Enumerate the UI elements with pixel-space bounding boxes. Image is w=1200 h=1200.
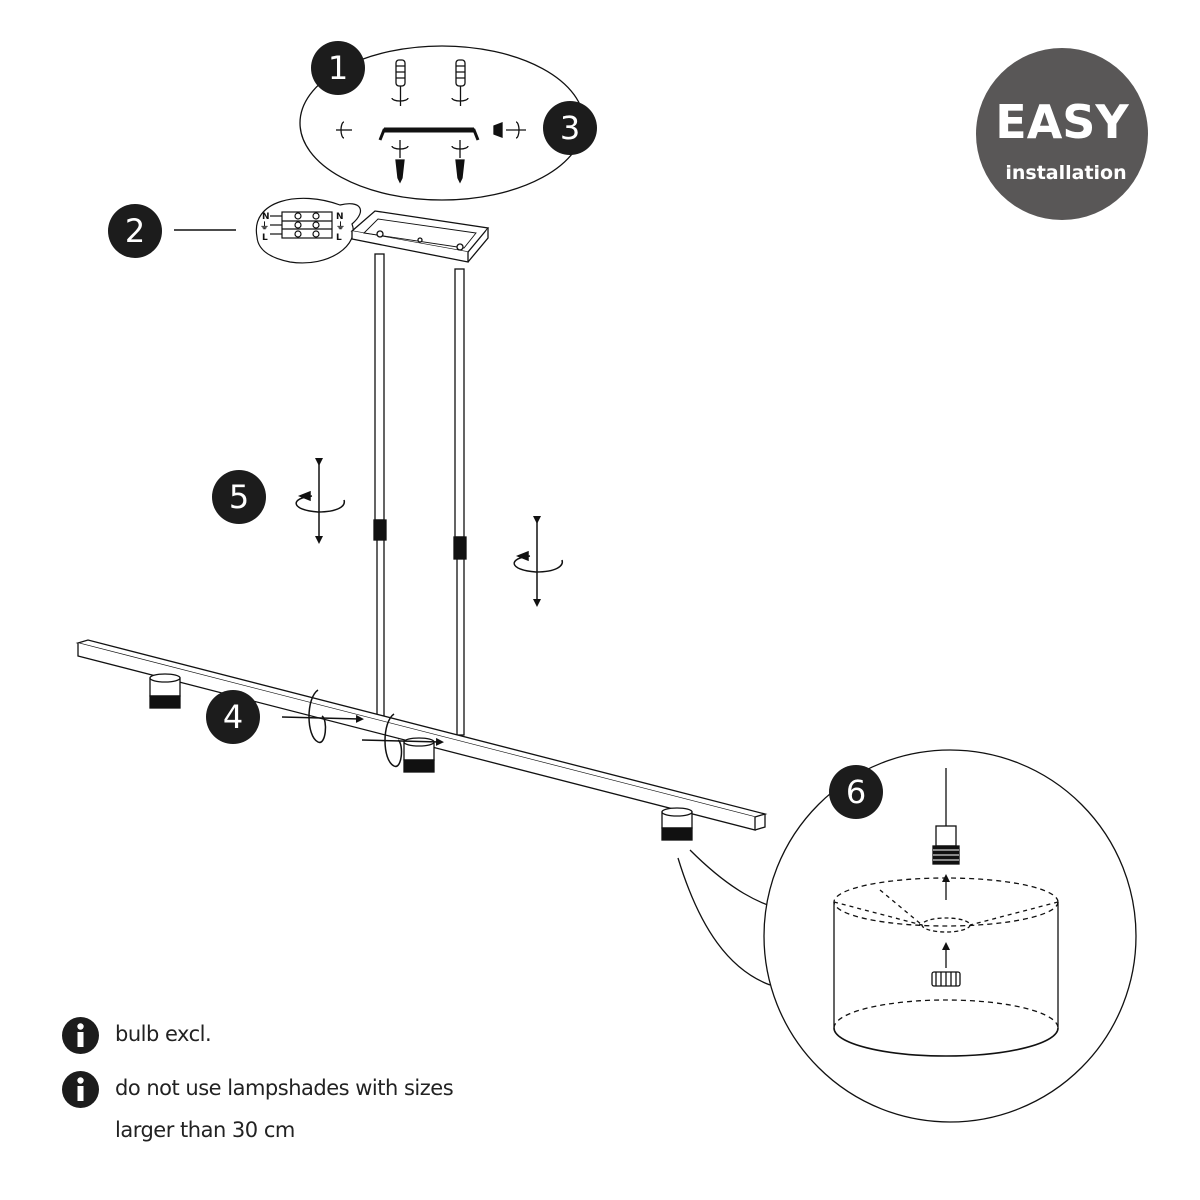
wiring-detail (174, 197, 362, 264)
note-bulb-excluded: bulb excl. (115, 1022, 212, 1046)
socket-middle (403, 737, 435, 773)
wall-plug-right (451, 59, 469, 106)
note-lampshade-size-line-2: larger than 30 cm (115, 1118, 295, 1142)
screw-right (451, 140, 469, 184)
lamp-bar (75, 639, 768, 831)
step-marker-2: 2 (108, 204, 162, 258)
note-lampshade-size-line-1: do not use lampshades with sizes (115, 1076, 454, 1100)
step-number-5: 5 (229, 478, 249, 516)
height-adjust-arrow-left (295, 458, 346, 544)
lamp-sockets (149, 673, 693, 841)
step-number-6: 6 (846, 773, 866, 811)
badge-subtitle: installation (1005, 162, 1126, 184)
wire-label-earth-right: ⏚ (336, 221, 345, 232)
side-screw-right (493, 121, 526, 139)
badge-title: EASY (995, 95, 1129, 149)
shade-ring (931, 971, 961, 987)
step-marker-1: 1 (311, 41, 365, 95)
ceiling-canopy (350, 210, 490, 263)
suspension-rods (373, 253, 467, 736)
step-number-2: 2 (125, 212, 145, 250)
socket-with-thread (932, 825, 960, 865)
wire-label-earth-left: ⏚ (260, 221, 269, 232)
height-adjust-arrow-right (513, 516, 564, 607)
wire-label-live-left: L (262, 233, 268, 243)
lampshade (833, 877, 1059, 1057)
easy-installation-badge: EASY installation (976, 48, 1148, 220)
socket-left (149, 673, 181, 709)
wire-label-neutral-right: N (336, 212, 344, 222)
step-marker-3: 3 (543, 101, 597, 155)
step-marker-5: 5 (212, 470, 266, 524)
step-number-4: 4 (223, 698, 243, 736)
step-number-1: 1 (328, 49, 348, 87)
terminal-block (270, 211, 333, 239)
step-marker-6: 6 (829, 765, 883, 819)
wire-label-neutral-left: N (262, 212, 270, 222)
side-screw-left (336, 121, 352, 139)
info-icon (62, 1017, 99, 1054)
rod-fixing-arrows (281, 689, 444, 767)
step-marker-4: 4 (206, 690, 260, 744)
socket-right (661, 807, 693, 841)
info-icon (62, 1071, 99, 1108)
screw-left (391, 140, 409, 184)
mounting-bracket (378, 127, 480, 141)
wall-plug-left (391, 59, 409, 106)
wire-label-live-right: L (336, 233, 342, 243)
step-number-3: 3 (560, 109, 580, 147)
shade-detail (677, 749, 1137, 1123)
